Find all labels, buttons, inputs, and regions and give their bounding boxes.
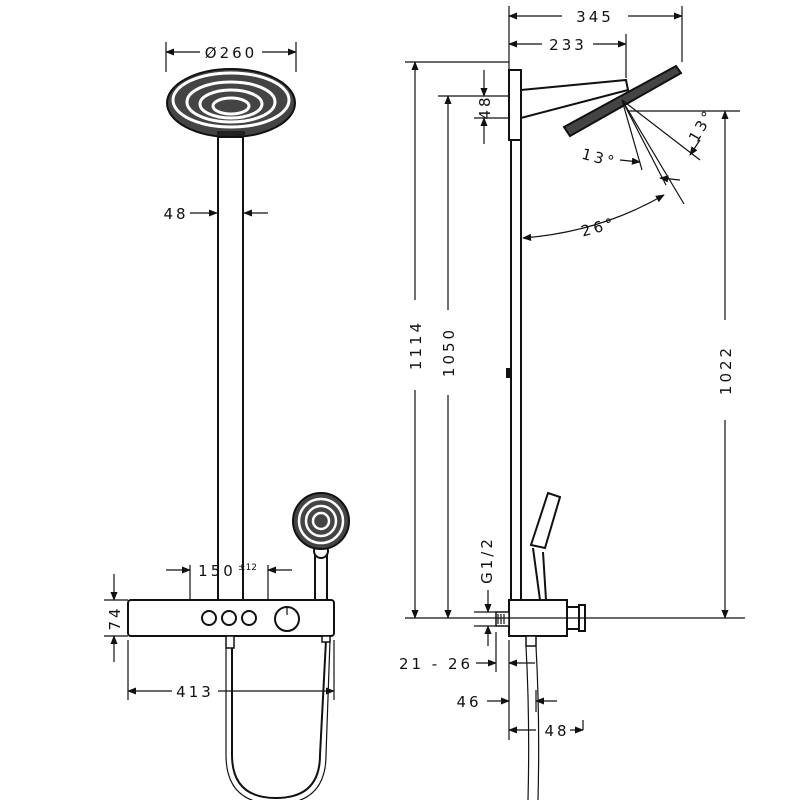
valve-knob-3: [241, 610, 257, 626]
valve-knob-1: [201, 610, 217, 626]
dim-head-diameter-label: Ø260: [205, 44, 257, 62]
dim-pipe-width-label: 48: [163, 205, 188, 223]
dim-body-depth-label: 46: [456, 693, 481, 711]
dim-head-diameter: Ø260: [165, 42, 297, 72]
side-view: 13° 13° 26°: [399, 6, 745, 800]
overhead-shower-head: [166, 68, 296, 138]
dim-thermostat-height-label: 74: [106, 605, 124, 630]
riser-pipe-side: [510, 71, 522, 601]
dim-head-projection-label: 233: [549, 36, 587, 54]
dim-thermostat-width-label: 413: [176, 683, 214, 701]
dim-body-depth: 46: [456, 690, 557, 712]
dim-head-projection: 233: [508, 34, 627, 78]
dim-pipe-width: 48: [163, 205, 268, 223]
dim-handshower-offset: 48: [508, 720, 584, 740]
tilt-angle-down-label: 13°: [580, 145, 619, 172]
dim-total-projection-label: 345: [576, 8, 614, 26]
valve-knob-2: [221, 610, 237, 626]
dim-head-height-label: 1022: [717, 345, 735, 395]
front-view: Ø260 48 150 ±12 74 413: [104, 42, 350, 800]
riser-pipe: [217, 136, 244, 601]
dim-wall-distance-label: 21 - 26: [399, 655, 473, 673]
thermostat-side: [495, 599, 586, 647]
dim-head-height: 1022: [628, 110, 740, 619]
dim-riser-height-label: 1050: [440, 327, 458, 377]
dim-valve-spacing-tolerance: ±12: [238, 563, 257, 573]
dim-handshower-offset-label: 48: [544, 722, 569, 740]
dim-wall-distance: 21 - 26: [399, 632, 535, 740]
thermostat-body: [127, 599, 335, 637]
hand-shower-side: [525, 491, 562, 800]
dim-inlet-thread: G1/2: [474, 536, 496, 646]
dim-arm-height-label: 48: [476, 94, 494, 119]
hand-shower: [292, 492, 350, 601]
tilt-range-label: 26°: [579, 214, 618, 241]
dim-valve-spacing: 150 ±12: [166, 562, 292, 600]
dim-tilt-range: 26°: [522, 194, 665, 241]
dim-arm-height: 48: [474, 70, 509, 144]
dim-thermostat-width: 413: [127, 640, 335, 701]
dim-total-height: 1114: [405, 61, 509, 619]
dim-total-projection: 345: [508, 6, 683, 70]
dim-total-height-label: 1114: [407, 320, 425, 370]
dim-inlet-thread-label: G1/2: [478, 536, 496, 584]
dim-valve-spacing-label: 150: [198, 562, 236, 580]
shower-hose: [225, 635, 331, 800]
dim-riser-height: 1050: [438, 95, 474, 619]
dim-thermostat-height: 74: [104, 574, 128, 662]
